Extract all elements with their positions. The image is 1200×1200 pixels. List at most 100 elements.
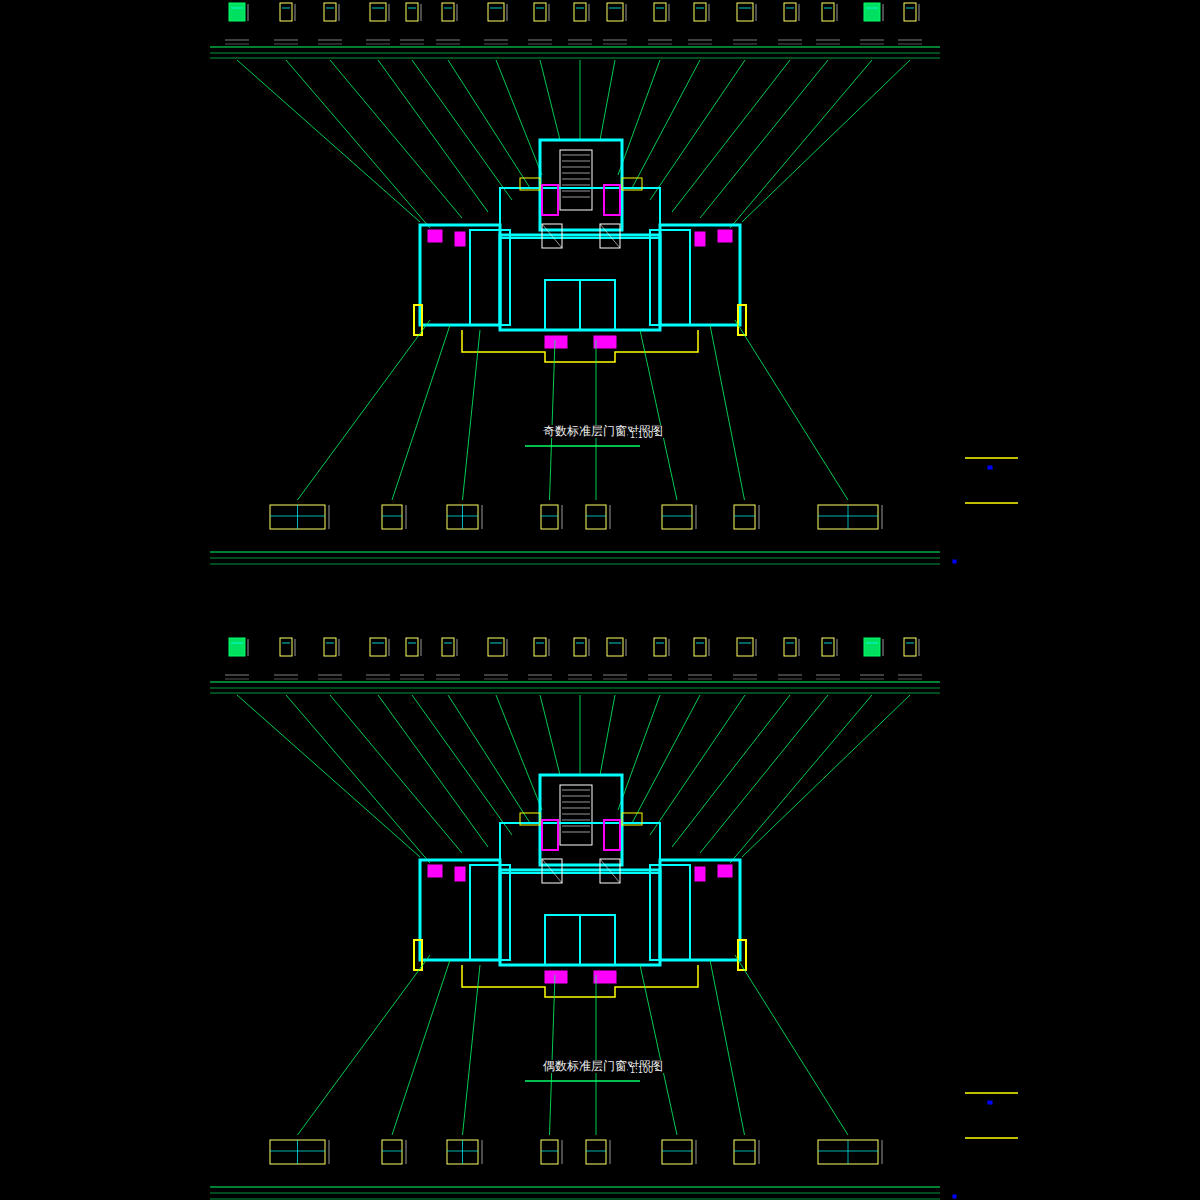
leader-line	[562, 161, 590, 162]
leader-line	[688, 675, 712, 676]
leader-line	[225, 40, 249, 41]
plan-wall	[864, 3, 880, 21]
leader-line	[540, 60, 560, 140]
leader-line	[562, 826, 590, 827]
plan-wall	[542, 224, 562, 248]
leader-line	[496, 695, 542, 810]
leader-line	[286, 695, 430, 863]
plan-wall	[580, 280, 615, 330]
leader-line	[444, 643, 452, 644]
plan-wall	[229, 638, 245, 656]
leader-line	[457, 639, 458, 656]
leader-line	[298, 955, 431, 1135]
leader-line	[700, 695, 828, 853]
leader-line	[448, 60, 530, 188]
leader-line	[210, 693, 940, 694]
plan-wall	[607, 638, 623, 656]
leader-line	[282, 8, 290, 9]
plan-wall	[370, 638, 386, 656]
leader-line	[688, 40, 712, 41]
plan-wall	[414, 940, 422, 970]
plan-wall	[488, 638, 504, 656]
leader-line	[848, 505, 849, 529]
leader-line	[421, 639, 422, 656]
leader-line	[482, 1140, 483, 1164]
plan-wall	[229, 3, 245, 21]
leader-line	[210, 682, 940, 683]
leader-line	[672, 695, 790, 847]
plan-wall	[594, 336, 616, 348]
leader-line	[778, 44, 802, 45]
plan-wall	[784, 638, 796, 656]
leader-line	[610, 1140, 611, 1164]
leader-line	[210, 1187, 940, 1188]
plan-wall	[470, 865, 510, 960]
plan-wall	[534, 3, 546, 21]
plan-wall	[654, 638, 666, 656]
leader-line	[297, 1140, 298, 1164]
plan-wall	[270, 505, 325, 529]
leader-line	[759, 505, 760, 529]
leader-line	[248, 4, 249, 21]
plan-wall	[650, 230, 690, 325]
leader-line	[528, 44, 552, 45]
leader-line	[786, 8, 794, 9]
leader-line	[274, 40, 298, 41]
leader-line	[596, 340, 597, 500]
leader-line	[603, 675, 627, 676]
leader-line	[656, 643, 664, 644]
plan-wall	[324, 638, 336, 656]
leader-line	[274, 679, 298, 680]
leader-line	[648, 40, 672, 41]
leader-line	[339, 639, 340, 656]
leader-line	[589, 639, 590, 656]
leader-line	[507, 4, 508, 21]
leader-line	[536, 643, 544, 644]
plan-wall	[864, 638, 880, 656]
leader-line	[484, 675, 508, 676]
plan-wall	[428, 230, 442, 242]
leader-line	[799, 639, 800, 656]
leader-line	[326, 8, 334, 9]
plan-wall	[541, 505, 558, 529]
leader-line	[389, 639, 390, 656]
leader-line	[436, 675, 460, 676]
leader-line	[662, 516, 692, 517]
leader-line	[274, 44, 298, 45]
leader-line	[562, 796, 590, 797]
plan-wall	[953, 560, 956, 563]
leader-line	[965, 1092, 1018, 1094]
leader-line	[507, 639, 508, 656]
plan-wall	[737, 3, 753, 21]
leader-line	[366, 675, 390, 676]
plan-wall	[520, 178, 540, 190]
leader-line	[600, 695, 615, 775]
leader-line	[669, 639, 670, 656]
leader-line	[799, 4, 800, 21]
leader-line	[648, 679, 672, 680]
scale-note: 1:100	[628, 1067, 655, 1076]
leader-line	[734, 516, 755, 517]
leader-line	[542, 224, 562, 248]
plan-wall	[442, 638, 454, 656]
leader-line	[210, 688, 940, 689]
leader-line	[496, 60, 542, 175]
leader-line	[528, 679, 552, 680]
plan-wall	[904, 638, 916, 656]
leader-line	[735, 955, 848, 1135]
leader-line	[448, 695, 530, 823]
leader-line	[586, 516, 606, 517]
leader-line	[210, 47, 940, 48]
leader-line	[329, 505, 330, 529]
leader-line	[562, 167, 590, 168]
leader-line	[406, 1140, 407, 1164]
leader-line	[730, 60, 872, 228]
leader-line	[688, 44, 712, 45]
leader-line	[366, 40, 390, 41]
leader-line	[778, 40, 802, 41]
leader-line	[672, 60, 790, 212]
leader-line	[778, 675, 802, 676]
leader-line	[568, 40, 592, 41]
leader-line	[298, 320, 431, 500]
leader-line	[541, 1151, 558, 1152]
